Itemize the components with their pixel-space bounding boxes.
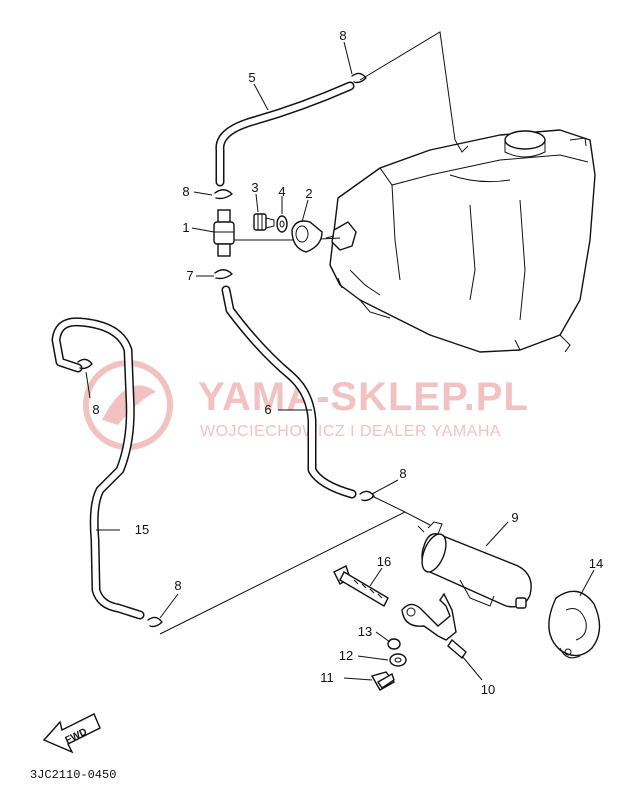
callout-4: 4 — [278, 184, 285, 199]
leader-5 — [253, 83, 269, 111]
leader-10 — [461, 655, 483, 681]
callout-14: 14 — [589, 556, 603, 571]
clip-8-top — [351, 72, 367, 84]
leader-9 — [485, 521, 509, 547]
leader-line-clip — [371, 495, 406, 513]
clip-8-left-upper — [214, 189, 233, 200]
callout-6: 6 — [264, 402, 271, 417]
cover-14 — [548, 590, 601, 659]
clip-8-bottom — [147, 616, 163, 628]
tank-cap — [504, 130, 546, 150]
fuel-cock-1 — [213, 209, 235, 257]
watermark: YAMA-SKLEP.PL WOJCIECHOWICZ I DEALER YAM… — [83, 360, 529, 450]
callout-2: 2 — [305, 186, 312, 201]
leader-3 — [255, 193, 259, 213]
leader-11 — [343, 677, 373, 681]
callout-3: 3 — [251, 180, 258, 195]
callout-8: 8 — [182, 184, 189, 199]
diagram-code: 3JC2110-0450 — [30, 768, 116, 782]
washer-12 — [389, 653, 407, 667]
watermark-title: YAMA-SKLEP.PL — [198, 375, 529, 419]
callout-12: 12 — [339, 648, 353, 663]
leader-line-top — [359, 31, 456, 141]
callout-8: 8 — [174, 578, 181, 593]
clip-8-hose6 — [359, 490, 375, 502]
leader-1 — [191, 227, 215, 233]
hose-6 — [221, 285, 357, 499]
grommet-2 — [291, 220, 323, 253]
callout-13: 13 — [358, 624, 372, 639]
bolt-11 — [370, 671, 396, 691]
callout-8: 8 — [339, 28, 346, 43]
callout-9: 9 — [511, 510, 518, 525]
fwd-arrow-icon: FWD — [42, 713, 101, 754]
callout-5: 5 — [248, 70, 255, 85]
callout-8: 8 — [92, 402, 99, 417]
fuel-tank — [325, 129, 596, 353]
hose-5 — [215, 81, 355, 187]
clip-8-hose15 — [77, 358, 93, 370]
leader-line-cock — [228, 237, 341, 241]
callout-7: 7 — [186, 268, 193, 283]
callout-8: 8 — [399, 466, 406, 481]
leader-8a — [343, 41, 353, 75]
leader-12 — [357, 655, 389, 661]
washer-13 — [387, 638, 401, 650]
callout-16: 16 — [377, 554, 391, 569]
callout-10: 10 — [481, 682, 495, 697]
washer-4 — [276, 215, 288, 233]
canister-9 — [417, 521, 532, 609]
leader-13 — [375, 631, 391, 643]
leader-line-lower — [159, 511, 431, 635]
screw-3 — [253, 213, 275, 231]
leader-16 — [369, 567, 383, 587]
leader-14 — [579, 569, 595, 597]
watermark-subtitle: WOJCIECHOWICZ I DEALER YAMAHA — [200, 423, 501, 440]
hose-15 — [51, 317, 145, 620]
clip-7 — [214, 269, 233, 280]
callout-11: 11 — [320, 670, 334, 685]
callout-1: 1 — [182, 220, 189, 235]
leader-8c — [85, 371, 91, 399]
bracket-10 — [401, 592, 467, 660]
callout-15: 15 — [135, 522, 149, 537]
bolt-16 — [333, 565, 389, 607]
leader-8d — [371, 479, 399, 495]
tank-fitting — [331, 221, 357, 251]
leader-8b — [193, 191, 213, 196]
leader-8e — [159, 593, 179, 619]
leader-2 — [301, 199, 309, 223]
